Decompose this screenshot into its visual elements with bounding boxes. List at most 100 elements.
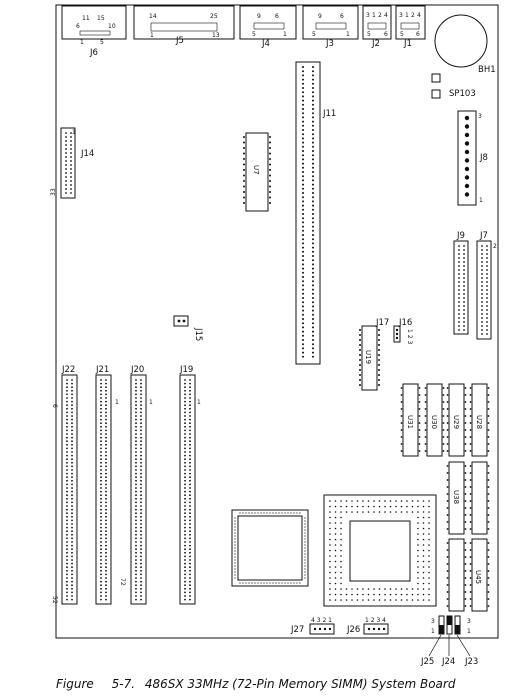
j1-pin-1: 1: [405, 12, 409, 19]
pin-dot: [184, 562, 186, 565]
connector-j9: [453, 240, 469, 335]
pin-dot: [71, 559, 73, 561]
pin-dot: [140, 425, 142, 428]
pin-dot: [140, 494, 142, 497]
connector-j8-pins: [464, 115, 470, 197]
pin-dot: [140, 386, 142, 389]
pin-dot: [66, 541, 68, 543]
pin-dot: [378, 364, 380, 366]
pin-dot: [302, 280, 304, 283]
chip-group-right-pins: [400, 387, 490, 607]
pin-dot: [463, 325, 465, 327]
j4-pin-6: 6: [275, 13, 279, 20]
pin-dot: [184, 530, 186, 533]
pin-dot: [272, 512, 274, 514]
pin-dot: [418, 450, 421, 452]
simm-slot-j19: J19 1: [179, 365, 201, 605]
pin-dot: [105, 512, 107, 515]
pin-dot: [66, 555, 68, 558]
chip-u38-label: U38: [452, 490, 460, 504]
chip-u7-label: U7: [252, 165, 260, 175]
pin-dot: [189, 562, 191, 565]
pin-dot: [428, 582, 430, 585]
pin-dot: [189, 454, 191, 457]
pin-dot: [189, 472, 191, 475]
pin-dot: [105, 422, 107, 425]
pin-dot: [184, 515, 186, 518]
pin-dot: [446, 479, 449, 481]
pin-dot: [389, 593, 392, 596]
pin-dot: [464, 591, 467, 593]
pin-dot: [458, 269, 460, 271]
pin-dot: [105, 577, 107, 579]
pin-dot: [373, 505, 375, 508]
pin-dot: [334, 533, 337, 535]
pin-dot: [458, 257, 460, 259]
pin-dot: [351, 511, 353, 513]
pin-dot: [243, 185, 245, 188]
pin-dot: [65, 140, 67, 142]
pin-dot: [140, 562, 142, 565]
pin-dot: [263, 582, 265, 584]
pin-dot: [66, 566, 68, 569]
pin-dot: [487, 591, 490, 593]
pin-dot: [66, 476, 68, 479]
pin-dot: [135, 382, 137, 385]
connector-j1: 3 1 2 4 5 6 J1: [395, 5, 426, 49]
pin-dot: [184, 591, 186, 594]
pin-dot: [100, 587, 102, 590]
pin-dot: [367, 500, 370, 502]
pin-dot: [66, 461, 68, 464]
pin-dot: [140, 577, 142, 579]
pin-dot: [234, 517, 236, 519]
pin-dot: [312, 242, 314, 245]
pin-dot: [302, 284, 304, 287]
pin-dot: [189, 508, 191, 511]
pin-dot: [100, 483, 102, 486]
pin-dot: [189, 465, 191, 468]
pin-dot: [234, 556, 236, 558]
pin-dot: [140, 382, 142, 385]
j22-pin-bottom: 52: [51, 596, 58, 604]
pin-dot: [359, 344, 361, 346]
pin-dot: [312, 187, 314, 190]
pin-dot: [140, 573, 142, 576]
pin-dot: [417, 577, 419, 579]
pin-dot: [469, 429, 472, 431]
pin-dot: [302, 162, 304, 165]
pin-dot: [417, 560, 419, 563]
pin-dot: [463, 293, 465, 295]
j3-header: [315, 22, 347, 30]
pin-dot: [351, 599, 353, 601]
pin-dot: [446, 556, 449, 558]
chip-u29: [448, 383, 465, 457]
pin-dot: [458, 321, 460, 323]
pin-dot: [234, 526, 236, 528]
pin-dot: [184, 389, 186, 392]
pin-dot: [184, 577, 186, 579]
pin-dot: [469, 422, 472, 424]
pin-dot: [486, 253, 488, 255]
pin-dot: [184, 447, 186, 450]
pin-dot: [135, 559, 137, 561]
pin-dot: [70, 188, 72, 190]
pin-dot: [417, 516, 419, 519]
pin-dot: [424, 408, 427, 410]
pin-dot: [378, 588, 381, 590]
pin-dot: [105, 508, 107, 511]
j2-header: [367, 22, 387, 30]
pin-dot: [458, 329, 460, 331]
pin-dot: [422, 571, 425, 574]
pin-dot: [334, 544, 337, 546]
pin-dot: [135, 458, 137, 461]
pin-dot: [140, 566, 142, 569]
pin-dot: [458, 325, 460, 327]
pin-dot: [464, 415, 467, 417]
pin-dot: [334, 516, 337, 519]
pin-dot: [184, 458, 186, 461]
pin-dot: [66, 411, 68, 414]
pin-dot: [463, 249, 465, 251]
pin-dot: [312, 124, 314, 127]
pin-dot: [334, 500, 337, 502]
j22-pin-top: 6: [51, 404, 58, 408]
